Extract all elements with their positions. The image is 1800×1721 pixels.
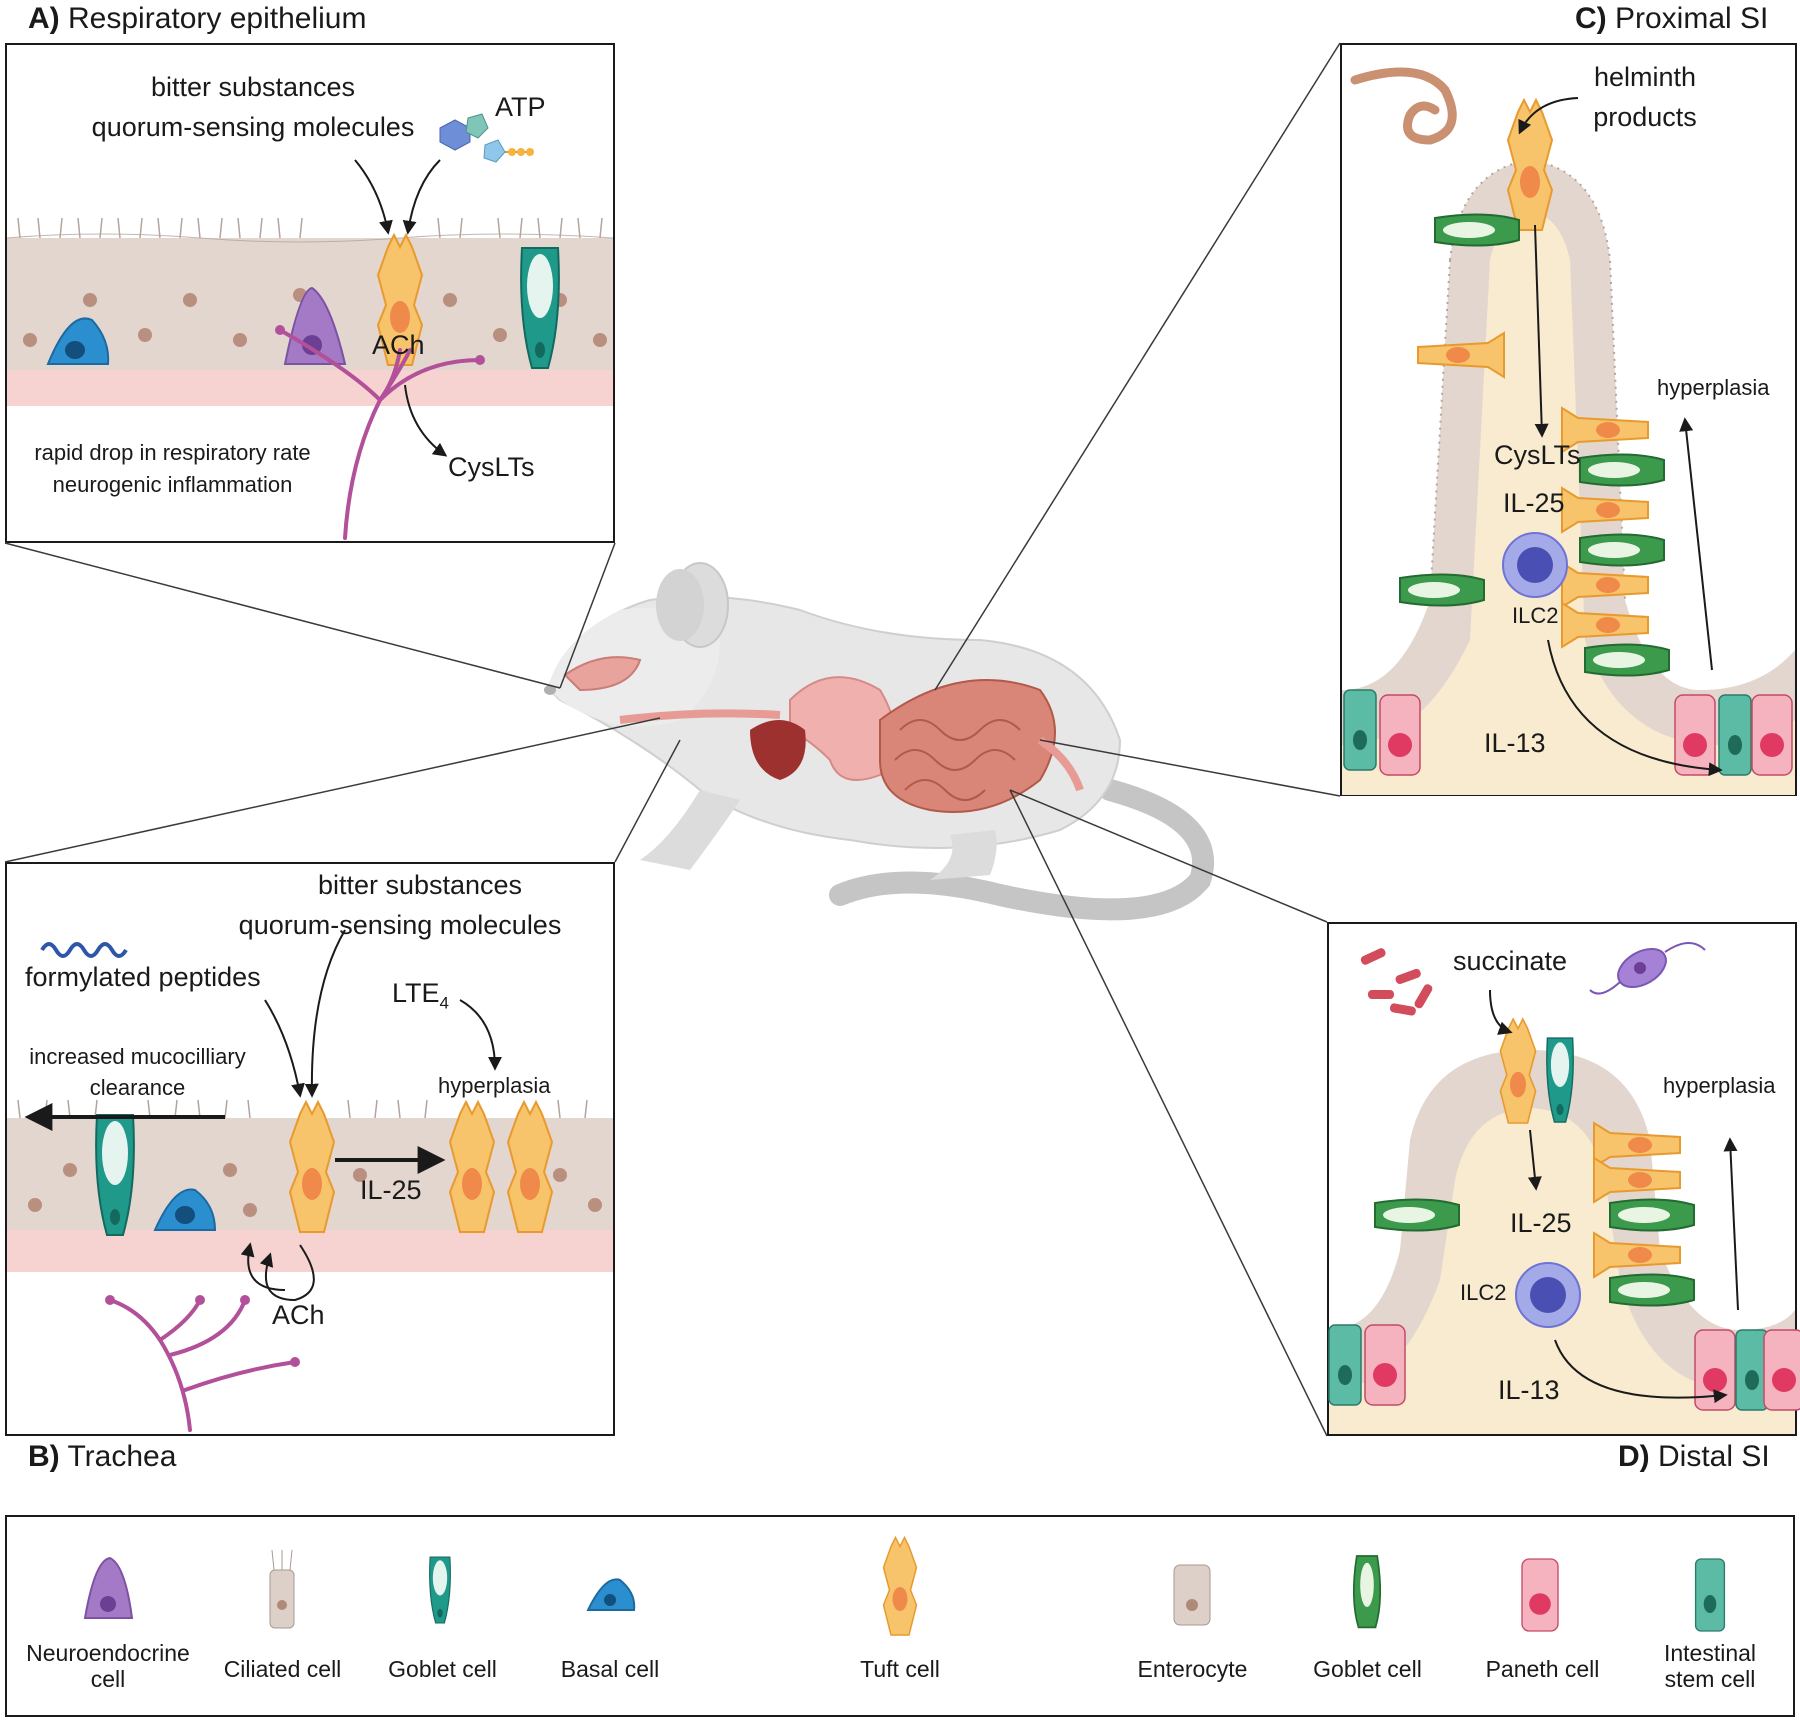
panel-a-cyslts-label: CysLTs	[448, 452, 535, 482]
panel-d-il13-label: IL-13	[1498, 1375, 1560, 1405]
legend-label-basal: Basal cell	[560, 1656, 660, 1682]
formylated-peptide-icon	[40, 942, 128, 958]
panel-b-clearance-2: clearance	[89, 1075, 186, 1100]
enterocyte-icon	[1173, 1564, 1211, 1626]
panel-a-stimulus-2: quorum-sensing molecules	[91, 112, 415, 142]
panel-c-il25-label: IL-25	[1503, 488, 1565, 518]
helminth-icon	[1350, 67, 1457, 145]
panel-d-title: D) Distal SI	[1618, 1440, 1770, 1473]
paneth-cell-icon	[1521, 1558, 1559, 1632]
basal-cell-icon	[586, 1578, 636, 1611]
atp-molecule-icon	[439, 113, 534, 163]
panel-c-villus	[1342, 67, 1795, 795]
panel-a-effect-1: rapid drop in respiratory rate	[34, 440, 311, 465]
panel-a-stimulus-1: bitter substances	[150, 72, 356, 102]
panel-b-epithelium	[7, 929, 613, 1432]
panel-c-ilc2-label: ILC2	[1512, 603, 1559, 628]
panel-d-succinate-label: succinate	[1453, 946, 1568, 976]
legend-frame	[5, 1515, 1795, 1717]
panel-d-il25-label: IL-25	[1510, 1208, 1572, 1238]
legend-label-enterocyte: Enterocyte	[1137, 1656, 1248, 1682]
panel-b-il25-label: IL-25	[360, 1175, 422, 1205]
panel-c-hyperplasia: hyperplasia	[1657, 375, 1770, 400]
panel-b-stimulus-2: quorum-sensing molecules	[238, 910, 562, 940]
protist-icon	[1589, 942, 1706, 995]
panel-b-formyl-label: formylated peptides	[25, 962, 261, 992]
legend-label-stem: Intestinal stem cell	[1663, 1640, 1757, 1693]
panel-c-cyslts-label: CysLTs	[1494, 440, 1581, 470]
panel-a-atp-label: ATP	[495, 92, 546, 122]
panel-c-title: C) Proximal SI	[1575, 2, 1769, 35]
airway-goblet-cell-icon	[429, 1556, 451, 1624]
legend-label-paneth: Paneth cell	[1485, 1656, 1600, 1682]
panel-d-hyperplasia: hyperplasia	[1663, 1073, 1776, 1098]
legend-label-airway-goblet: Goblet cell	[388, 1656, 497, 1682]
panel-b-title: B) Trachea	[28, 1440, 177, 1473]
panel-b-clearance-1: increased mucocilliary	[29, 1044, 246, 1069]
panel-d-ilc2-label: ILC2	[1460, 1280, 1507, 1305]
mouse-illustration	[4, 42, 1341, 1437]
legend-label-tuft: Tuft cell	[860, 1656, 940, 1682]
intestinal-stem-cell-icon	[1694, 1558, 1726, 1632]
bacteria-icon	[1360, 948, 1433, 1016]
panel-a-title: A) Respiratory epithelium	[28, 2, 367, 35]
panel-c-il13-label: IL-13	[1484, 728, 1546, 758]
legend-label-ciliated: Ciliated cell	[223, 1656, 342, 1682]
panel-d-frame	[1327, 922, 1797, 1436]
legend-label-neuroendocrine: Neuroendocrine cell	[26, 1640, 190, 1693]
tuft-cell-icon	[882, 1536, 918, 1636]
panel-c-helminth-2: products	[1593, 102, 1697, 132]
panel-a-ach-label: ACh	[372, 330, 425, 360]
panel-a-frame	[5, 43, 615, 543]
panel-b-frame	[5, 862, 615, 1436]
legend-icons	[83, 1536, 1726, 1636]
panel-b-hyperplasia: hyperplasia	[438, 1073, 551, 1098]
legend-label-intestinal-goblet: Goblet cell	[1313, 1656, 1422, 1682]
panel-b-lte4-label: LTE4	[392, 978, 449, 1013]
panel-a-effect-2: neurogenic inflammation	[52, 472, 293, 497]
panel-a-epithelium	[6, 113, 614, 540]
neuroendocrine-cell-icon	[83, 1556, 134, 1619]
ciliated-cell-icon	[269, 1549, 295, 1629]
panel-c-helminth-1: helminth	[1593, 62, 1697, 92]
panel-d-villus	[1328, 942, 1800, 1434]
panel-b-stimulus-1: bitter substances	[317, 870, 523, 900]
panel-b-ach-label: ACh	[272, 1300, 325, 1330]
intestinal-goblet-cell-icon	[1352, 1555, 1382, 1629]
